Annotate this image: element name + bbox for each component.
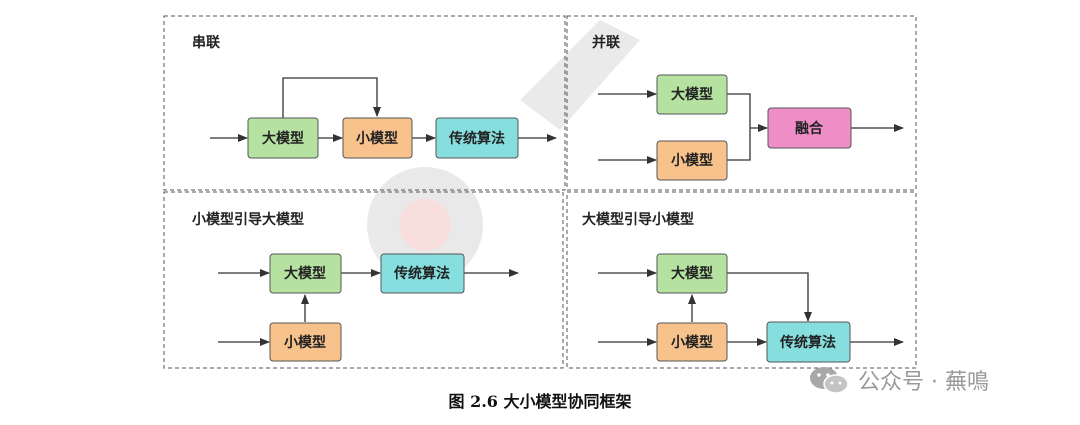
sgb-traditional-label: 传统算法 — [393, 265, 450, 282]
parallel-big-out-line — [727, 93, 751, 128]
bgs-big-model-box — [656, 253, 728, 294]
sgb-small-model-label: 小模型 — [284, 334, 326, 351]
panel-big-guides-small — [598, 269, 904, 346]
bgs-traditional-box — [766, 321, 851, 363]
sgb-big-model-label: 大模型 — [284, 265, 326, 282]
panel-serial-border — [163, 15, 566, 191]
parallel-small-out-line — [727, 128, 751, 161]
bgs-big-model-label: 大模型 — [671, 265, 713, 282]
parallel-small-model-label: 小模型 — [671, 152, 713, 169]
panel-small-guides-big-border — [163, 191, 564, 369]
serial-big-model-box — [247, 117, 319, 159]
serial-big-model-label: 大模型 — [262, 130, 304, 147]
sgb-big-model-box — [269, 253, 342, 294]
sgb-small-model-box — [269, 322, 342, 362]
bgs-big-to-trad-arrow — [727, 272, 812, 322]
serial-traditional-box — [435, 117, 519, 159]
bgs-small-model-box — [656, 322, 728, 362]
parallel-big-model-label: 大模型 — [671, 86, 713, 103]
panel-big-guides-small-border — [566, 191, 917, 369]
serial-small-model-label: 小模型 — [356, 130, 398, 147]
wechat-icon — [810, 367, 849, 394]
panel-big-guides-small-title: 大模型引导小模型 — [582, 211, 694, 228]
bgs-traditional-label: 传统算法 — [779, 334, 836, 351]
panel-small-guides-big-title: 小模型引导大模型 — [192, 211, 304, 228]
panel-small-guides-big — [218, 269, 519, 346]
parallel-fusion-label: 融合 — [795, 120, 824, 137]
figure-caption: 图 2.6 大小模型协同框架 — [448, 392, 632, 411]
sgb-traditional-box — [380, 253, 465, 294]
bgs-small-model-label: 小模型 — [671, 334, 713, 351]
serial-bypass-arrow — [282, 77, 381, 118]
wechat-account-label: 公众号 · 蕪鳴 — [858, 370, 989, 395]
panel-serial — [210, 77, 557, 142]
panel-parallel-title: 并联 — [592, 34, 621, 51]
parallel-fusion-box — [767, 107, 852, 149]
parallel-small-model-box — [656, 140, 728, 181]
wechat-watermark: 公众号 · 蕪鳴 — [808, 362, 989, 398]
serial-small-model-box — [342, 117, 413, 159]
panel-parallel-border — [566, 15, 917, 191]
serial-traditional-label: 传统算法 — [448, 130, 505, 147]
panel-serial-title: 串联 — [192, 34, 221, 51]
panel-parallel — [598, 90, 904, 164]
parallel-big-model-box — [656, 74, 728, 115]
